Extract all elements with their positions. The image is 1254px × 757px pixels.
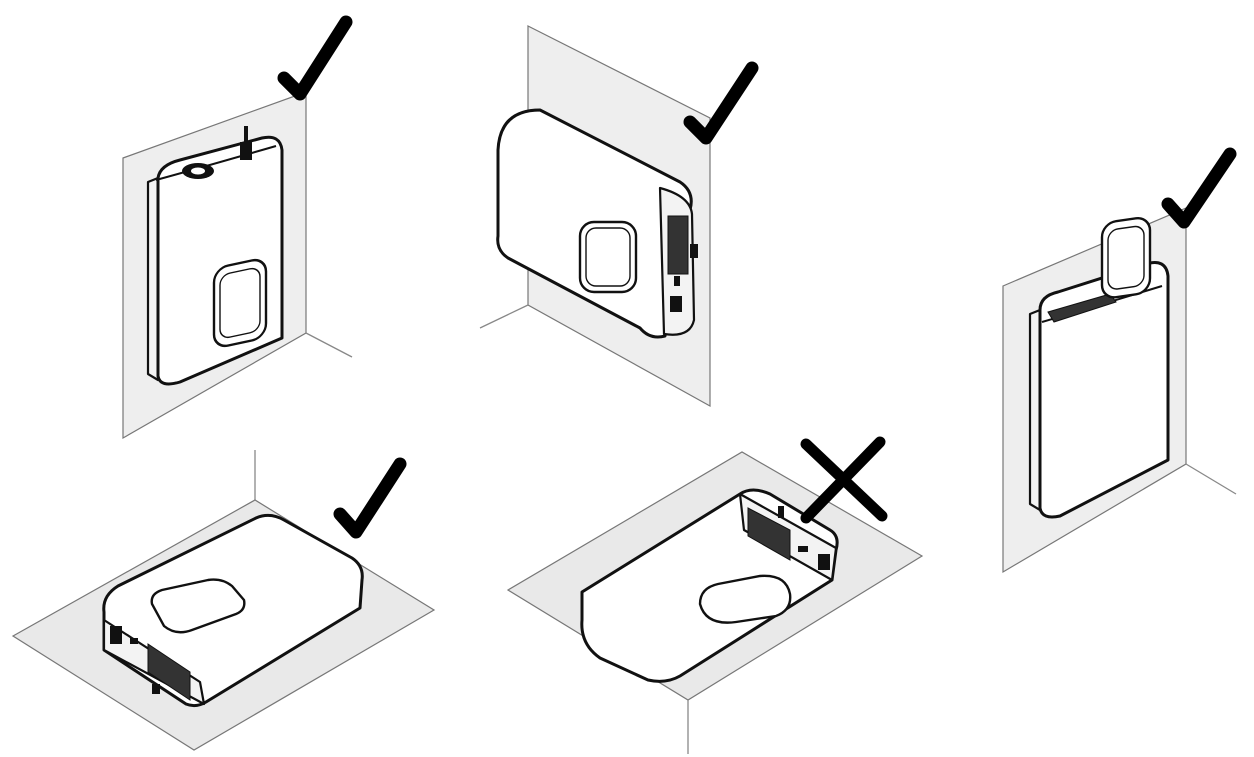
position-floor-horizontal	[11, 450, 436, 751]
cross-mark	[800, 436, 888, 524]
check-mark	[683, 61, 759, 145]
check-mark	[333, 457, 407, 539]
position-wall-vertical-right	[1002, 147, 1237, 574]
display-window	[150, 578, 246, 634]
power-switch	[670, 296, 682, 312]
check-mark	[277, 15, 353, 101]
device-unit	[102, 513, 364, 708]
device-unit	[146, 126, 284, 386]
wall-corner-edge	[1185, 463, 1237, 495]
power-switch	[818, 554, 830, 570]
device-unit	[496, 108, 698, 339]
power-plug	[240, 142, 252, 160]
vent-grille	[747, 507, 791, 561]
position-ceiling	[506, 436, 924, 754]
wall-corner-edge	[305, 332, 353, 358]
vent-grille	[1047, 293, 1117, 323]
check-mark	[1161, 147, 1237, 229]
power-switch	[110, 626, 122, 644]
vent-grille	[147, 643, 191, 701]
display-window	[698, 574, 792, 624]
position-wall-vertical	[122, 15, 353, 440]
position-wall-horizontal	[479, 25, 759, 408]
vent-grille	[667, 215, 689, 275]
device-unit	[580, 488, 839, 683]
wall-corner-edge	[479, 304, 529, 329]
device-unit	[1028, 216, 1170, 519]
